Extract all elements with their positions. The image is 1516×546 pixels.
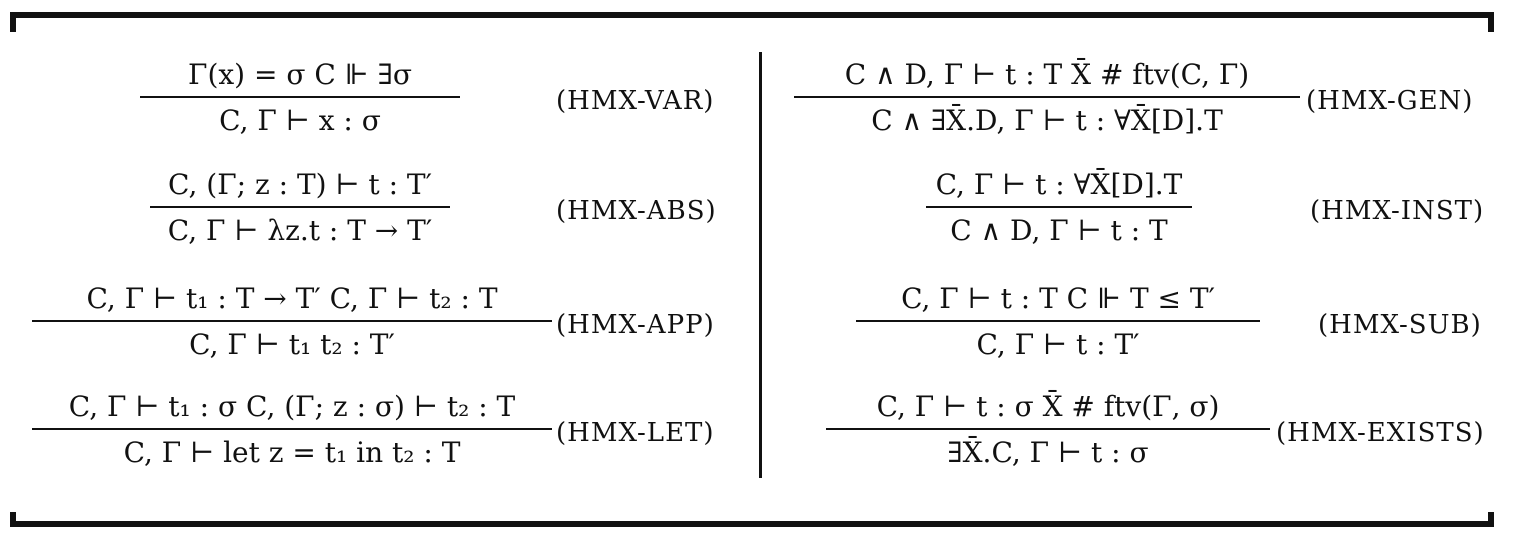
rule-conclusion: ∃X̄.C, Γ ⊢ t : σ: [947, 436, 1149, 469]
rule-conclusion: C, Γ ⊢ t₁ t₂ : T′: [189, 328, 395, 361]
frame-bottom-right-tick: [1488, 512, 1494, 527]
inference-line: [32, 428, 552, 430]
rule-hmx-let: C, Γ ⊢ t₁ : σ C, (Γ; z : σ) ⊢ t₂ : T C, …: [32, 390, 552, 470]
inference-line: [140, 96, 460, 98]
rule-name: (HMX-LET): [556, 418, 715, 448]
rule-premise: C, (Γ; z : T) ⊢ t : T′: [168, 168, 432, 201]
rule-premise: C, Γ ⊢ t : σ X̄ # ftv(Γ, σ): [876, 390, 1220, 423]
inference-line: [32, 320, 552, 322]
frame-bottom-rule: [10, 521, 1494, 527]
rule-hmx-inst: C, Γ ⊢ t : ∀X̄[D].T C ∧ D, Γ ⊢ t : T: [926, 168, 1192, 248]
rule-hmx-exists: C, Γ ⊢ t : σ X̄ # ftv(Γ, σ) ∃X̄.C, Γ ⊢ t…: [826, 390, 1270, 470]
rule-conclusion: C, Γ ⊢ λz.t : T → T′: [167, 214, 433, 247]
inference-line: [794, 96, 1300, 98]
rule-premise: C, Γ ⊢ t : ∀X̄[D].T: [935, 168, 1183, 201]
frame-bottom-left-tick: [10, 512, 16, 527]
rule-premise: C ∧ D, Γ ⊢ t : T X̄ # ftv(C, Γ): [844, 58, 1250, 91]
rule-hmx-sub: C, Γ ⊢ t : T C ⊩ T ≤ T′ C, Γ ⊢ t : T′: [856, 282, 1260, 362]
rule-conclusion: C ∧ ∃X̄.D, Γ ⊢ t : ∀X̄[D].T: [871, 104, 1223, 137]
inference-line: [926, 206, 1192, 208]
rule-hmx-gen: C ∧ D, Γ ⊢ t : T X̄ # ftv(C, Γ) C ∧ ∃X̄.…: [794, 58, 1300, 138]
frame-top-left-tick: [10, 12, 16, 32]
rule-hmx-var: Γ(x) = σ C ⊩ ∃σ C, Γ ⊢ x : σ: [140, 58, 460, 138]
rule-conclusion: C ∧ D, Γ ⊢ t : T: [950, 214, 1168, 247]
rule-name: (HMX-INST): [1310, 196, 1485, 226]
rule-conclusion: C, Γ ⊢ x : σ: [219, 104, 381, 137]
inference-line: [826, 428, 1270, 430]
column-divider: [759, 52, 762, 478]
rule-name: (HMX-SUB): [1318, 310, 1482, 340]
rule-name: (HMX-GEN): [1306, 86, 1474, 116]
rule-name: (HMX-VAR): [556, 86, 715, 116]
rule-conclusion: C, Γ ⊢ let z = t₁ in t₂ : T: [123, 436, 461, 469]
rule-premise: C, Γ ⊢ t : T C ⊩ T ≤ T′: [901, 282, 1215, 315]
inference-line: [856, 320, 1260, 322]
frame-top-right-tick: [1488, 12, 1494, 32]
rule-name: (HMX-APP): [556, 310, 715, 340]
rule-hmx-abs: C, (Γ; z : T) ⊢ t : T′ C, Γ ⊢ λz.t : T →…: [150, 168, 450, 248]
rule-name: (HMX-ABS): [556, 196, 717, 226]
rule-name: (HMX-EXISTS): [1276, 418, 1485, 448]
rule-hmx-app: C, Γ ⊢ t₁ : T → T′ C, Γ ⊢ t₂ : T C, Γ ⊢ …: [32, 282, 552, 362]
rule-conclusion: C, Γ ⊢ t : T′: [976, 328, 1140, 361]
rule-premise: Γ(x) = σ C ⊩ ∃σ: [188, 58, 412, 91]
rule-premise: C, Γ ⊢ t₁ : σ C, (Γ; z : σ) ⊢ t₂ : T: [68, 390, 516, 423]
rule-premise: C, Γ ⊢ t₁ : T → T′ C, Γ ⊢ t₂ : T: [86, 282, 498, 315]
frame-top-rule: [10, 12, 1494, 18]
inference-line: [150, 206, 450, 208]
